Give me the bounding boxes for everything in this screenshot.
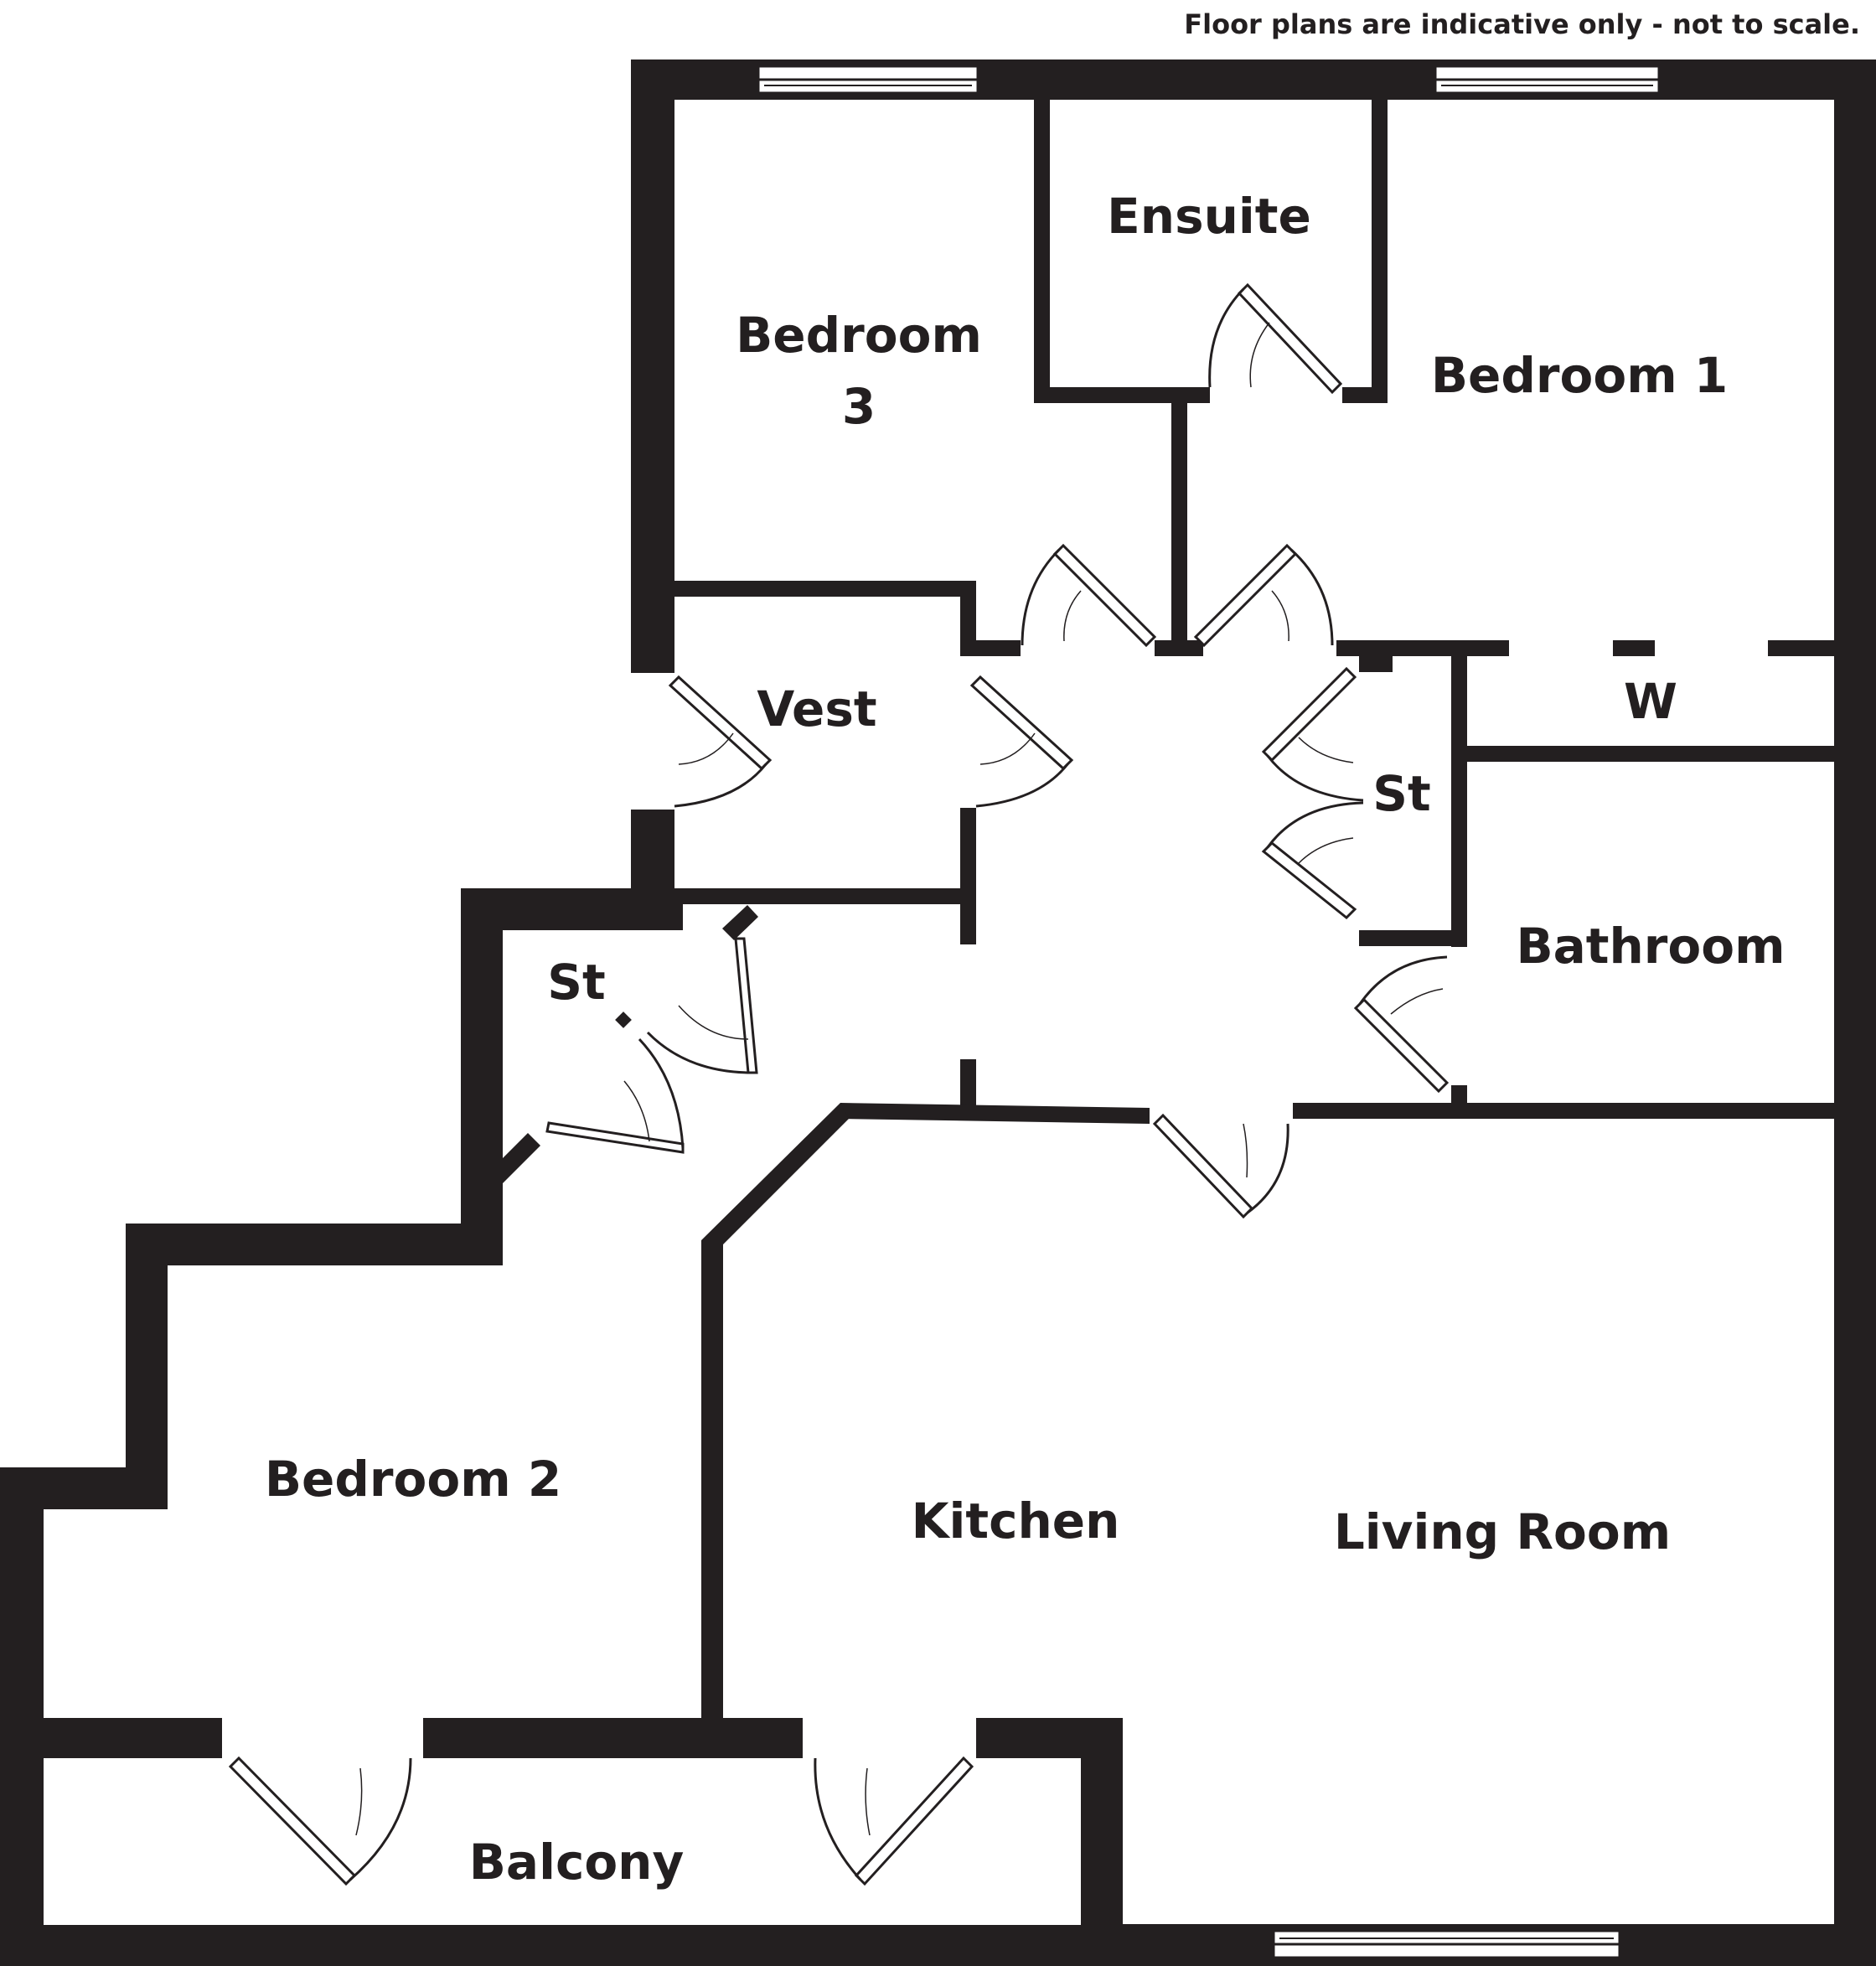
door-store-left-upper[interactable]	[646, 937, 758, 1074]
room-label-bedroom-1: Bedroom 1	[1431, 347, 1728, 404]
door-bathroom[interactable]	[1353, 955, 1450, 1094]
room-label-bedroom-3-line2: 3	[842, 378, 876, 435]
door-bedroom-1[interactable]	[1193, 543, 1334, 648]
room-label-store-left: St	[547, 954, 606, 1011]
room-label-kitchen: Kitchen	[912, 1493, 1120, 1550]
room-label-bedroom-2: Bedroom 2	[265, 1451, 561, 1508]
room-label-store-right: St	[1372, 765, 1431, 822]
room-labels: Ensuite Bedroom 3 Bedroom 1 Vest W St Ba…	[265, 188, 1786, 1891]
room-label-ensuite: Ensuite	[1107, 188, 1311, 245]
room-label-bedroom-3-line1: Bedroom	[736, 307, 982, 364]
door-balcony-right[interactable]	[814, 1756, 974, 1886]
internal-walls	[503, 100, 1835, 1718]
doors	[228, 282, 1450, 1886]
disclaimer-text: Floor plans are indicative only - not to…	[1184, 8, 1860, 40]
room-label-bathroom: Bathroom	[1516, 918, 1785, 975]
door-store-left-lower[interactable]	[545, 1037, 685, 1154]
door-bedroom-3[interactable]	[1021, 543, 1157, 648]
door-store-right-upper[interactable]	[1261, 666, 1364, 802]
room-label-balcony: Balcony	[469, 1834, 685, 1891]
room-label-wardrobe: W	[1624, 673, 1677, 730]
door-ensuite[interactable]	[1208, 282, 1343, 395]
door-store-right-lower[interactable]	[1261, 801, 1364, 920]
door-vest-outer[interactable]	[668, 675, 773, 808]
windows	[757, 65, 1661, 1959]
door-vest-inner[interactable]	[969, 675, 1074, 808]
door-living-room[interactable]	[1152, 1113, 1289, 1219]
room-label-vest: Vest	[757, 680, 876, 737]
outer-walls	[0, 59, 1876, 1966]
door-balcony-left[interactable]	[228, 1756, 412, 1886]
room-label-living-room: Living Room	[1334, 1503, 1671, 1560]
